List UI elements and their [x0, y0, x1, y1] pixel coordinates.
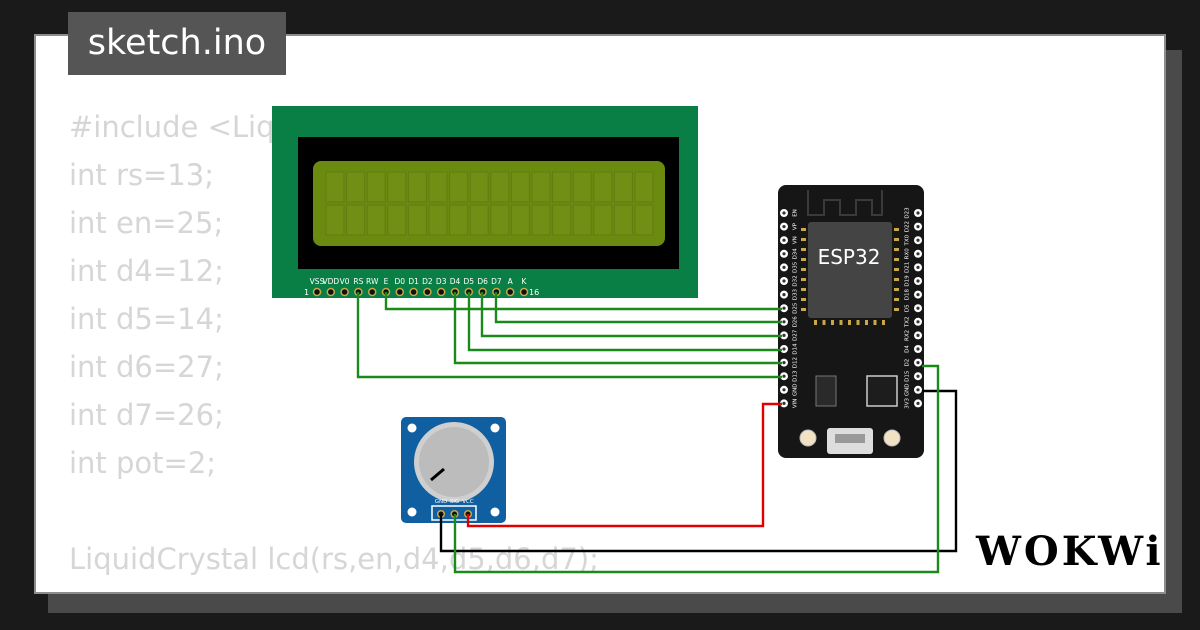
esp32-pin-label: D18 [905, 288, 911, 300]
esp32-pin-label: D21 [905, 262, 911, 273]
lcd-pin-label: K [522, 277, 528, 286]
esp32-pin-label: RX0 [905, 248, 911, 260]
esp32-pin-label: D14 [793, 343, 799, 355]
esp32-pin-label: D12 [793, 357, 799, 368]
code-line: LiquidCrystal lcd(rs,en,d4,d5,d6,d7); [69, 542, 599, 576]
lcd-pin-label: D0 [395, 277, 406, 286]
esp32-pin-label: D5 [905, 304, 911, 312]
esp32-pin-label: D26 [793, 316, 799, 328]
esp32-pin-label: D15 [905, 370, 911, 382]
esp32-pin-label: D25 [793, 302, 799, 314]
esp32-pin-label: VIN [793, 399, 799, 409]
lcd-pin-last-number: 16 [529, 288, 539, 297]
code-line: int d6=27; [69, 350, 224, 384]
esp32-board[interactable]: ESP32 ENVPVND34D35D32D33D25D26D27D14D12D… [778, 185, 924, 458]
lcd-pin-label: D2 [422, 277, 433, 286]
wire-pot-sig[interactable] [453, 364, 940, 574]
code-line: int d7=26; [69, 398, 224, 432]
pot-pin-label: VCC [462, 499, 474, 505]
lcd-pin-label: VSS [310, 277, 325, 286]
esp32-pin-label: D35 [793, 261, 799, 273]
esp32-pin-label: TX0 [905, 234, 911, 246]
lcd-pin-label: A [508, 277, 514, 286]
code-line: int en=25; [69, 206, 224, 240]
esp32-pin-label: TX2 [905, 316, 911, 328]
esp32-pin-label: D33 [793, 288, 799, 300]
wire-pot-gnd[interactable] [439, 389, 958, 553]
esp32-pin-label: VN [793, 236, 799, 244]
lcd-pin-label: D1 [408, 277, 419, 286]
esp32-pin-label: D19 [905, 275, 911, 287]
lcd-pin-label: V0 [340, 277, 350, 286]
wire-d4[interactable] [453, 292, 782, 365]
wire-d7[interactable] [494, 292, 782, 324]
wire-e[interactable] [384, 292, 782, 311]
code-line: int d4=12; [69, 254, 224, 288]
wire-d6[interactable] [480, 292, 782, 338]
esp32-pin-label: GND [793, 383, 799, 396]
esp32-pin-label: RX2 [905, 330, 911, 341]
lcd-pin-label: D4 [450, 277, 461, 286]
file-tab[interactable]: sketch.ino [68, 12, 286, 75]
module-castellation [801, 228, 899, 325]
lcd-pin-label: D3 [436, 277, 447, 286]
lcd-pin-label: D6 [477, 277, 488, 286]
lcd-pin-label: RS [353, 277, 363, 286]
lcd-pin-label: RW [366, 277, 379, 286]
lcd-pin-label: VDD [322, 277, 339, 286]
esp32-pin-label: D4 [905, 345, 911, 353]
esp32-pin-label: GND [905, 383, 911, 396]
wire-pot-vcc[interactable] [466, 402, 782, 528]
code-line: int d5=14; [69, 302, 224, 336]
pot-pin-label: SIG [450, 499, 459, 505]
wire-d5[interactable] [467, 292, 782, 352]
esp32-pin-label: EN [793, 209, 799, 217]
esp32-pin-label: D22 [905, 221, 911, 232]
esp32-pin-label: D34 [793, 248, 799, 260]
esp32-pin-label: D23 [905, 207, 911, 219]
esp32-pin-label: D13 [793, 370, 799, 382]
lcd-pin-label: D5 [464, 277, 475, 286]
lcd-pin-first-number: 1 [304, 288, 309, 297]
lcd-character-grid [325, 171, 654, 236]
code-line: int rs=13; [69, 158, 215, 192]
esp32-pin-label: VP [793, 222, 799, 230]
esp32-chip-label: ESP32 [818, 245, 881, 269]
wokwi-logo: WOKWi [976, 528, 1164, 575]
esp32-pin-label: D2 [905, 359, 911, 367]
lcd-pin-label: D7 [491, 277, 502, 286]
wire-rs[interactable] [356, 292, 782, 379]
esp32-pin-label: 3V3 [905, 398, 911, 409]
esp32-pin-label: D32 [793, 275, 799, 286]
lcd-pin-label: E [384, 277, 389, 286]
code-line: int pot=2; [69, 446, 217, 480]
pot-pin-label: GND [435, 499, 448, 505]
esp32-pin-label: D27 [793, 329, 799, 341]
wires [356, 292, 958, 574]
